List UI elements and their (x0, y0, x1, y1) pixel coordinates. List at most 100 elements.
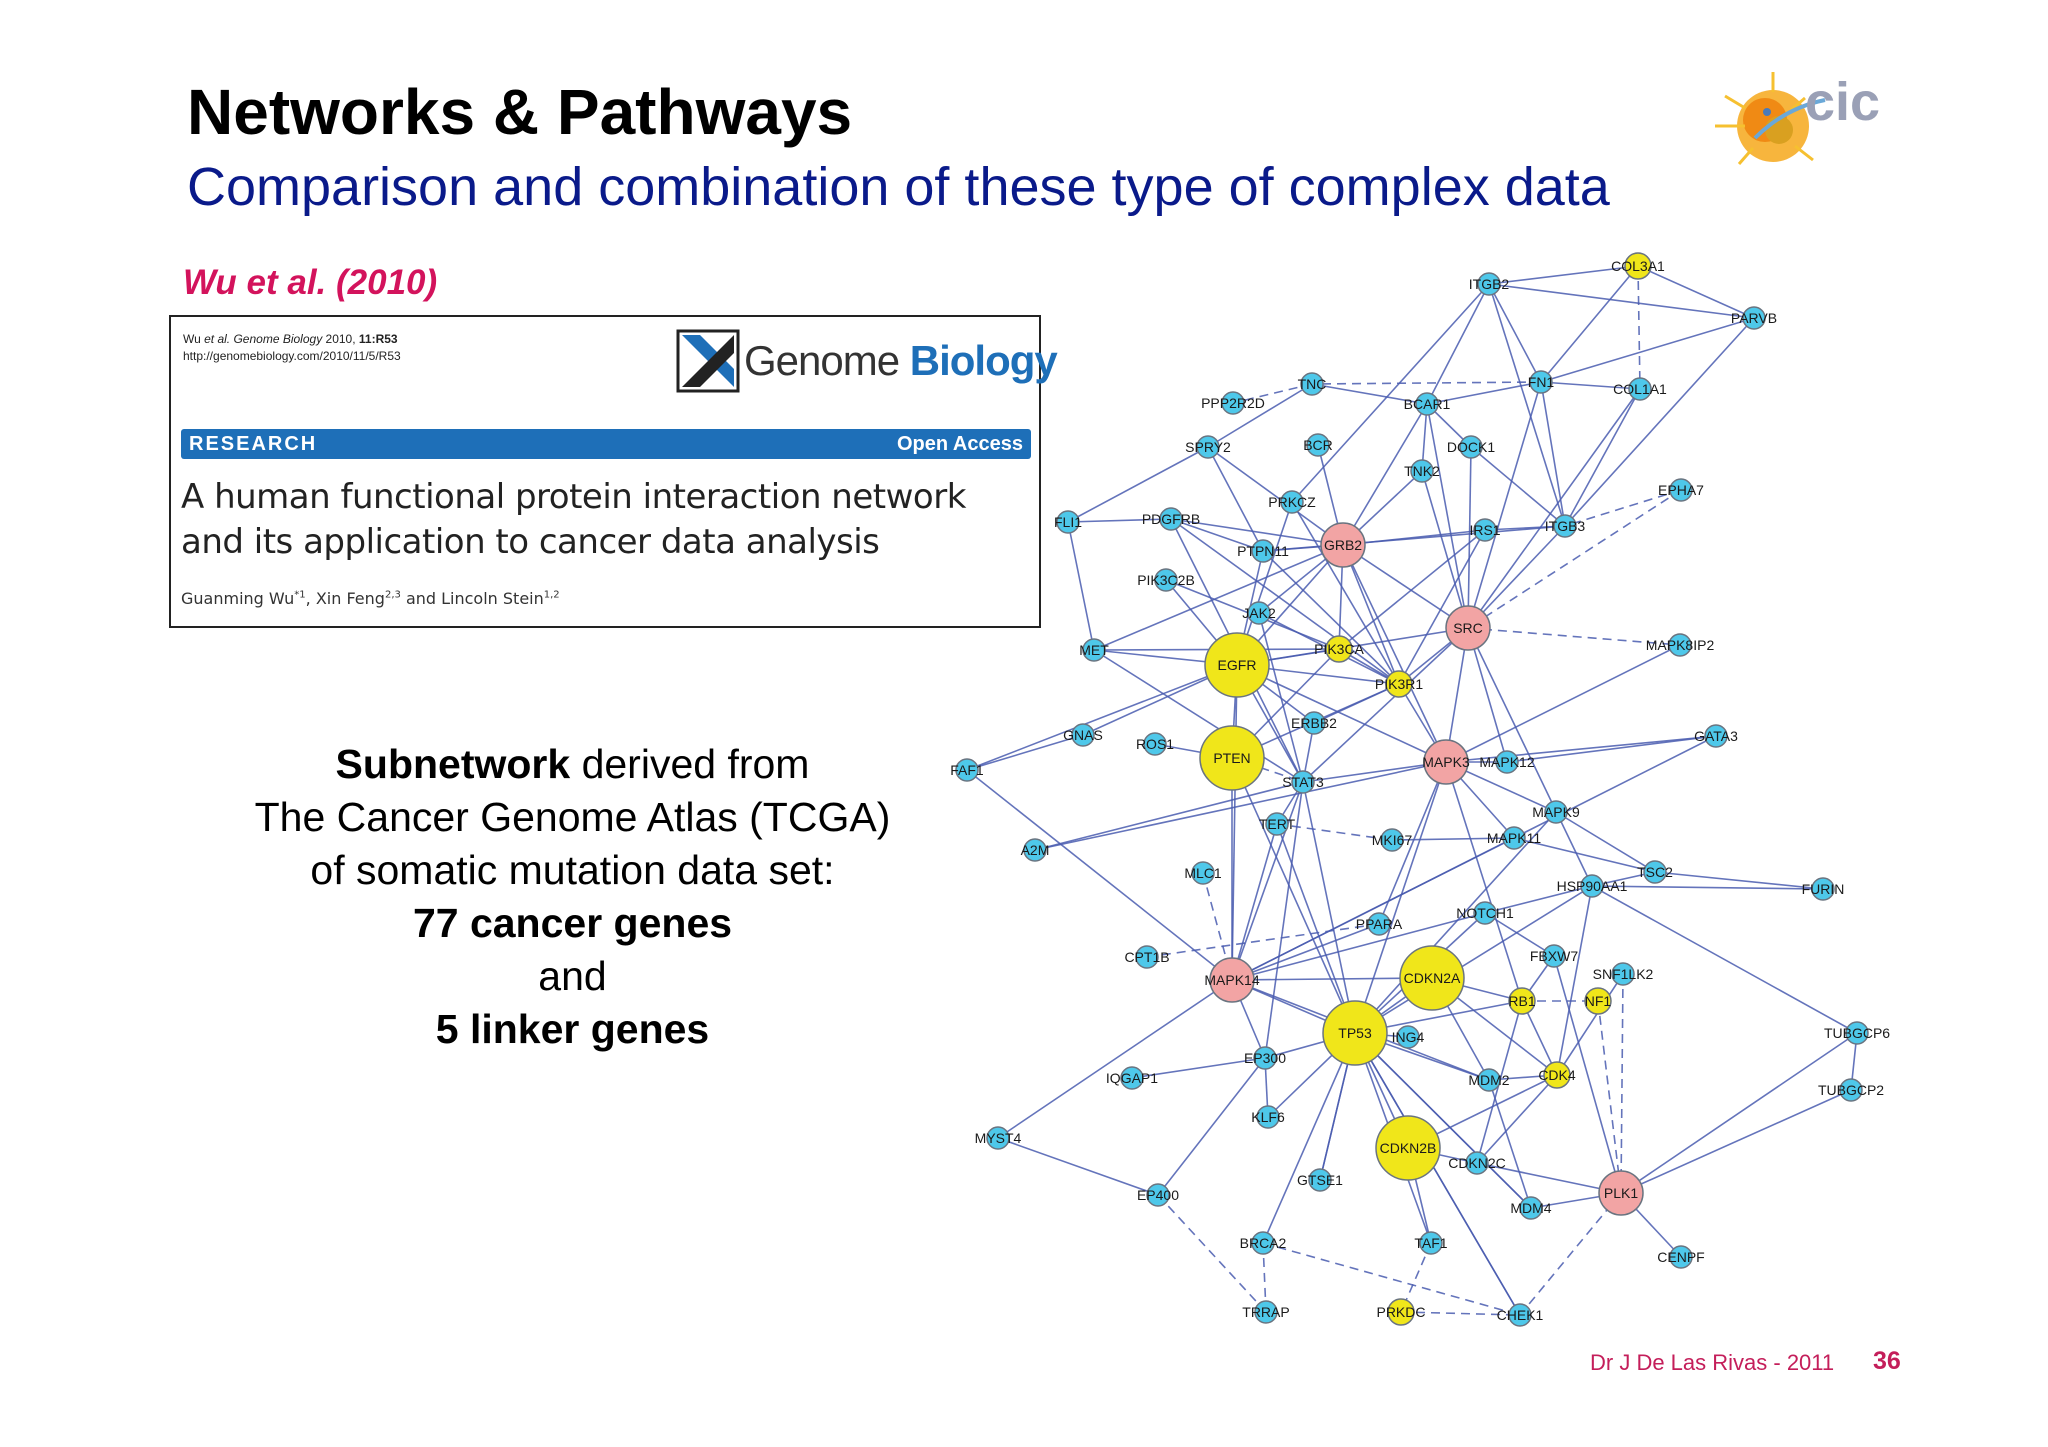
edge-DOCK1-ITGB3 (1470, 446, 1566, 527)
edge-CDK4-CDKN2C (1476, 1074, 1558, 1164)
edge-ITGB2-BCAR1 (1426, 283, 1490, 405)
node-FLI1: FLI1 (1054, 510, 1082, 534)
edge-COL3A1-FN1 (1540, 265, 1639, 383)
edge-IRS1-PIK3R1 (1398, 529, 1486, 685)
edge-MET-GRB2 (1093, 544, 1344, 651)
edge-MAPK9-TSC2 (1555, 811, 1656, 873)
node-label: TUBGCP2 (1818, 1082, 1884, 1098)
node-circle (1643, 860, 1667, 884)
desc-line-3: of somatic mutation data set: (310, 847, 835, 893)
logo-text: cic (1805, 72, 1880, 132)
node-FBXW7: FBXW7 (1530, 944, 1578, 968)
edge-FN1-ITGB3 (1540, 381, 1566, 527)
node-circle (1415, 392, 1439, 416)
edge-STAT3-TP53 (1302, 781, 1356, 1034)
node-DOCK1: DOCK1 (1447, 435, 1495, 459)
node-circle (1624, 252, 1652, 280)
node-CDK4: CDK4 (1538, 1061, 1576, 1089)
node-BCR: BCR (1303, 433, 1333, 457)
node-ROS1: ROS1 (1136, 732, 1174, 756)
edge-GATA3-MAPK14 (1231, 735, 1717, 981)
footer-author: Dr J De Las Rivas - 2011 (1590, 1350, 1835, 1375)
edge-PPARA-MAPK14 (1231, 923, 1380, 981)
node-circle (1543, 1061, 1571, 1089)
node-label: MAPK9 (1532, 804, 1580, 820)
node-label: CHEK1 (1497, 1307, 1544, 1323)
node-CENPF: CENPF (1657, 1245, 1705, 1269)
edge-COL1A1-ITGB3 (1564, 388, 1641, 527)
edge-FAF1-EGFR (966, 664, 1238, 771)
edge-ITGB2-PRKCZ (1291, 283, 1490, 503)
edge-TNC-BCAR1 (1311, 383, 1428, 405)
edge-PRKDC-CHEK1 (1400, 1311, 1521, 1316)
node-label: EPHA7 (1658, 482, 1704, 498)
edge-MDM2-MDM4 (1488, 1079, 1532, 1209)
edge-MAPK11-TSC2 (1513, 837, 1656, 873)
node-BRCA2: BRCA2 (1240, 1231, 1287, 1255)
paper-journal-line: Wu et al. Genome Biology 2010, 11:R53 (183, 332, 398, 346)
node-label: TP53 (1338, 1025, 1372, 1041)
node-circle (1508, 1303, 1532, 1327)
edge-EPHA7-ITGB3 (1564, 489, 1682, 527)
node-label: MLC1 (1184, 865, 1222, 881)
desc-line-4: 77 cancer genes (412, 900, 733, 946)
node-TUBGCP6: TUBGCP6 (1824, 1021, 1890, 1045)
edge-PARVB-ITGB3 (1564, 317, 1755, 527)
node-STAT3: STAT3 (1282, 770, 1324, 794)
edge-ITGB2-PARVB (1488, 283, 1755, 319)
edge-FN1-PARVB (1540, 317, 1755, 383)
node-circle (1322, 1000, 1388, 1066)
node-label: PPP2R2D (1201, 395, 1265, 411)
node-TP53: TP53 (1322, 1000, 1388, 1066)
edge-HSP90AA1-FURIN (1591, 885, 1824, 890)
node-circle (1300, 372, 1324, 396)
node-CHEK1: CHEK1 (1497, 1303, 1544, 1327)
edge-MAPK9-TP53 (1354, 811, 1557, 1034)
node-label: COL3A1 (1611, 258, 1665, 274)
node-circle (1154, 568, 1178, 592)
node-label: FLI1 (1054, 514, 1082, 530)
edge-SRC-MAPK8IP2 (1467, 627, 1681, 646)
node-label: GATA3 (1694, 728, 1738, 744)
research-bar: RESEARCH Open Access (181, 429, 1031, 459)
node-circle (1544, 800, 1568, 824)
node-SPRY2: SPRY2 (1185, 435, 1231, 459)
node-MAPK11: MAPK11 (1487, 826, 1541, 850)
node-label: TSC2 (1637, 864, 1673, 880)
node-circle (1146, 1183, 1170, 1207)
node-circle (1143, 732, 1167, 756)
paper-title-line-2: and its application to cancer data analy… (181, 522, 880, 562)
edge-BCAR1-SRC (1426, 403, 1469, 629)
edge-TRRAP-EP400 (1157, 1194, 1267, 1313)
open-access-label: Open Access (897, 433, 1023, 455)
edge-TERT-MAPK14 (1231, 823, 1278, 981)
edge-MKI67-MAPK11 (1391, 837, 1515, 841)
edge-FLI1-MET (1067, 521, 1095, 651)
logo-splash-icon (1715, 72, 1826, 165)
node-circle (1308, 1168, 1332, 1192)
node-label: FURIN (1802, 881, 1845, 897)
node-circle (1584, 987, 1612, 1015)
node-circle (1253, 1046, 1277, 1070)
node-label: MAPK11 (1487, 830, 1541, 846)
node-circle (1445, 605, 1491, 651)
edge-ITGB2-FN1 (1488, 283, 1542, 383)
node-circle (1508, 987, 1536, 1015)
node-FN1: FN1 (1528, 370, 1554, 394)
node-label: FAF1 (950, 762, 984, 778)
genome-biology-x-icon (676, 329, 740, 393)
node-circle (1082, 638, 1106, 662)
node-circle (1199, 725, 1265, 791)
citation: Wu et al. (2010) (183, 263, 438, 302)
edge-GRB2-PIK3R1 (1342, 544, 1400, 685)
node-ERBB2: ERBB2 (1291, 711, 1337, 735)
node-circle (955, 758, 979, 782)
node-RB1: RB1 (1508, 987, 1536, 1015)
node-label: MAPK14 (1204, 972, 1259, 988)
node-TAF1: TAF1 (1414, 1231, 1448, 1255)
edge-FLI1-SPRY2 (1067, 446, 1209, 523)
node-circle (1204, 632, 1270, 698)
node-label: ROS1 (1136, 736, 1174, 752)
node-label: PRKCZ (1268, 494, 1316, 510)
